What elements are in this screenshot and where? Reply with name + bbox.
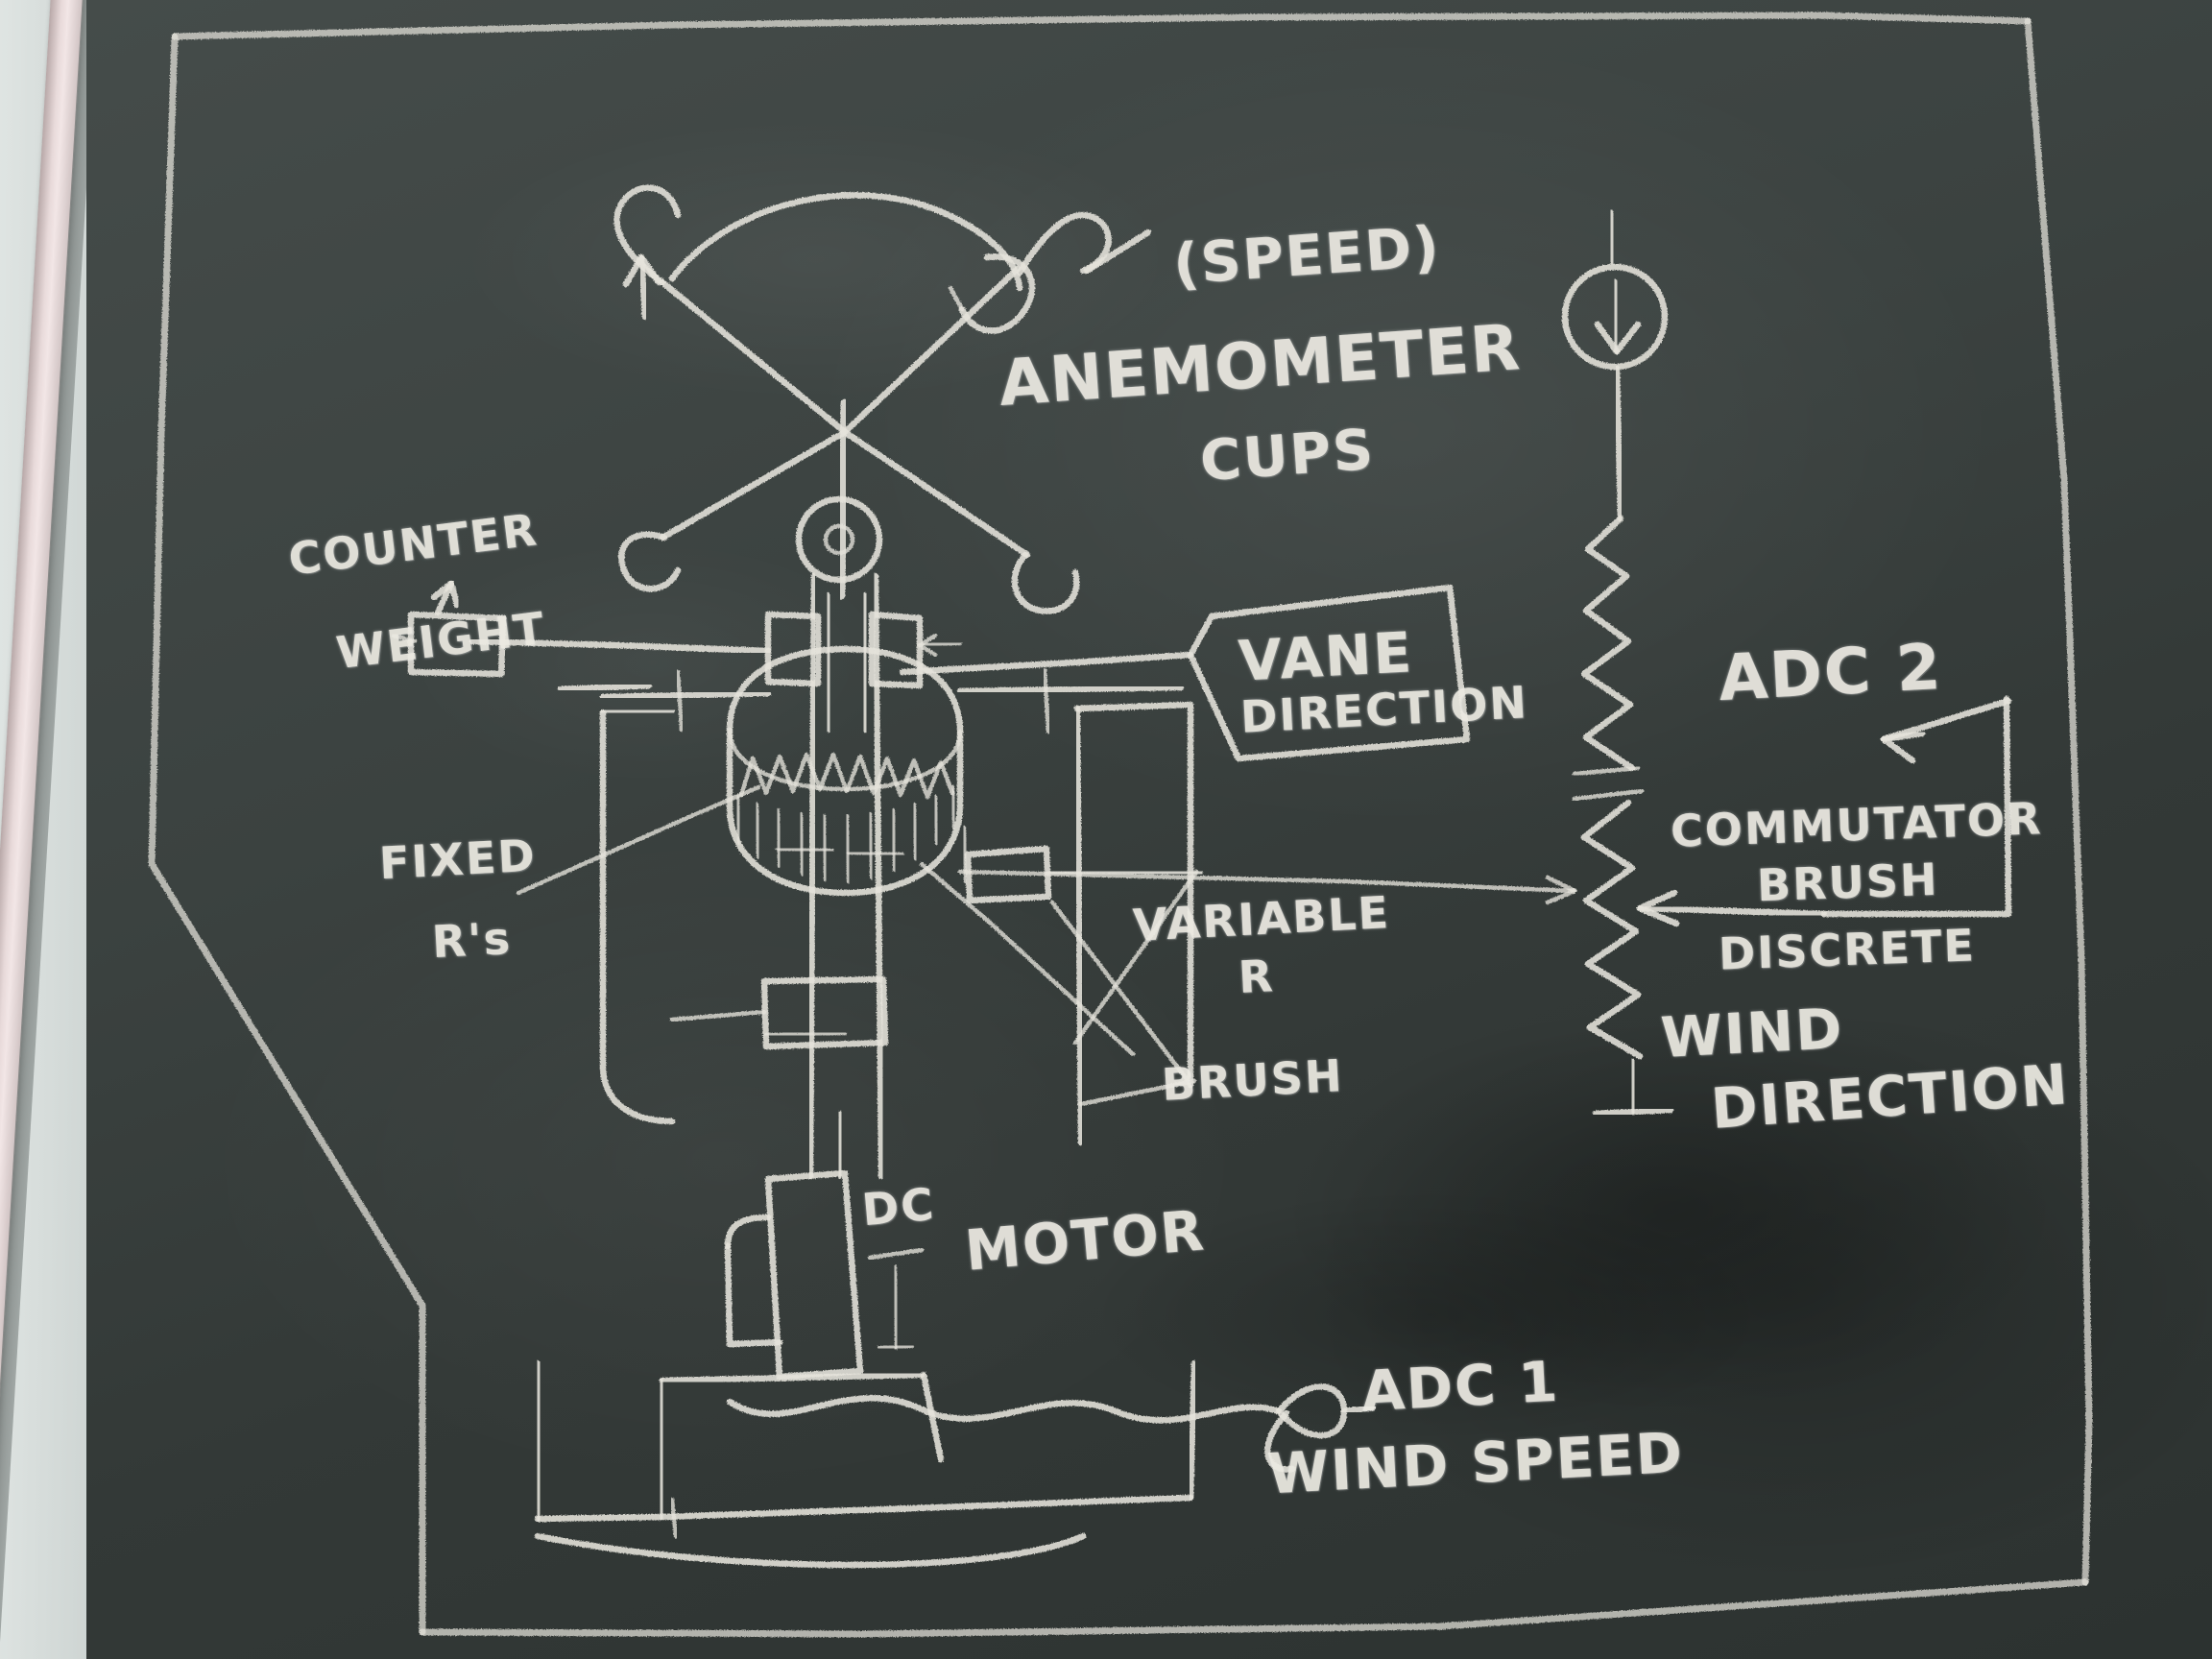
- label-fixed-resistors: R's: [430, 911, 514, 969]
- label-variable-resistor: R: [1237, 950, 1276, 1003]
- label-fixed: FIXED: [377, 829, 538, 890]
- label-commutator-brush: BRUSH: [1756, 853, 1940, 912]
- label-wind: WIND: [1659, 996, 1845, 1070]
- shaft-collar: [768, 614, 920, 685]
- circuit-wiring-frame: [561, 670, 1575, 1142]
- commutator-drum: [730, 649, 960, 893]
- tripod-base: [538, 1363, 1194, 1565]
- brush-leader: [922, 864, 1133, 1054]
- label-cups: CUPS: [1197, 416, 1378, 494]
- label-adc1: ADC 1: [1359, 1348, 1561, 1425]
- fixed-resistors-leader: [518, 787, 758, 893]
- board-chalk-border: [152, 15, 2089, 1634]
- dc-motor: [728, 1079, 922, 1377]
- label-brush: BRUSH: [1160, 1049, 1345, 1111]
- vane-direction-callout: [902, 588, 1467, 758]
- signal-wire: [730, 1386, 1373, 1469]
- label-adc2: ADC 2: [1717, 629, 1945, 716]
- rotor-shaft: [799, 403, 881, 1176]
- resistor-ladder-circuit: [1565, 213, 2008, 1114]
- label-discrete: DISCRETE: [1718, 919, 1977, 980]
- label-dc: DC: [859, 1177, 938, 1237]
- counter-weight: [394, 584, 768, 674]
